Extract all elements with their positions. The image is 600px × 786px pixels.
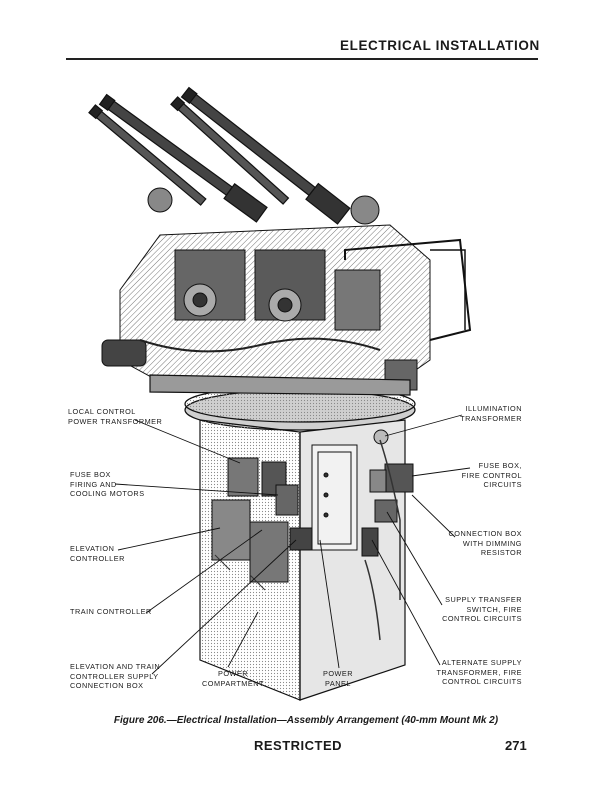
rotating-platform (149, 374, 416, 431)
label-fuse-box-fire-control: FUSE BOX, FIRE CONTROL CIRCUITS (461, 461, 522, 489)
footer-classification: RESTRICTED (254, 738, 343, 753)
left-electrical-boxes (211, 457, 313, 591)
label-elevation-train-supply-box: ELEVATION AND TRAIN CONTROLLER SUPPLY CO… (70, 662, 161, 690)
label-train-controller: TRAIN CONTROLLER (70, 607, 152, 616)
label-local-control-power-transformer: LOCAL CONTROL POWER TRANSFORMER (68, 407, 163, 426)
label-illumination-transformer: ILLUMINATION TRANSFORMER (460, 404, 522, 423)
right-electrical-boxes (311, 429, 414, 641)
page-header-title: ELECTRICAL INSTALLATION (340, 38, 540, 53)
label-power-compartment: POWER COMPARTMENT (202, 669, 264, 688)
label-power-panel: POWER PANEL (322, 669, 354, 688)
header-rule (66, 58, 538, 60)
label-elevation-controller: ELEVATION CONTROLLER (70, 544, 125, 563)
label-supply-transfer-switch: SUPPLY TRANSFER SWITCH, FIRE CONTROL CIR… (442, 595, 522, 623)
leader-lines (114, 414, 471, 675)
gun-barrels (88, 86, 351, 225)
page-number: 271 (505, 738, 527, 753)
label-connection-box-dimming: CONNECTION BOX WITH DIMMING RESISTOR (448, 529, 522, 557)
label-alternate-supply-transformer: ALTERNATE SUPPLY TRANSFORMER, FIRE CONTR… (436, 658, 522, 686)
gun-mount-machinery (101, 187, 472, 396)
label-fuse-box-firing-cooling: FUSE BOX FIRING AND COOLING MOTORS (70, 470, 145, 498)
figure-caption: Figure 206.—Electrical Installation—Asse… (113, 715, 499, 726)
